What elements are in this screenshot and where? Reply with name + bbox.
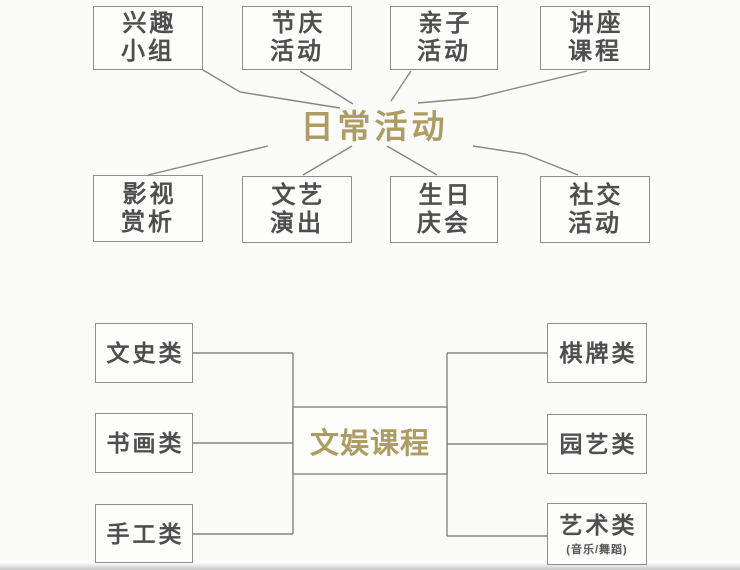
node-label: 生日 庆会 bbox=[417, 181, 473, 237]
node-sublabel: (音乐/舞蹈) bbox=[566, 543, 628, 556]
connector-line bbox=[202, 69, 341, 109]
node-film-appreciation: 影视 赏析 bbox=[93, 175, 203, 242]
node-festival-activities: 节庆 活动 bbox=[242, 6, 352, 70]
node-arts: 艺术类 (音乐/舞蹈) bbox=[547, 503, 647, 565]
connector-line bbox=[386, 145, 438, 176]
node-label: 社交 活动 bbox=[568, 181, 624, 237]
node-interest-groups: 兴趣 小组 bbox=[93, 6, 203, 70]
node-gardening: 园艺类 bbox=[547, 414, 647, 474]
node-label: 书画类 bbox=[106, 430, 185, 456]
connector-line bbox=[147, 145, 269, 176]
node-label: 艺术类 bbox=[559, 511, 638, 538]
node-lecture-courses: 讲座 课程 bbox=[540, 6, 650, 70]
culture-courses-title: 文娱课程 bbox=[309, 427, 430, 460]
bottom-edge-shadow bbox=[0, 563, 740, 570]
node-parent-child-activities: 亲子 活动 bbox=[390, 6, 498, 70]
node-label: 影视 赏析 bbox=[121, 180, 177, 236]
node-handicrafts: 手工类 bbox=[95, 504, 193, 563]
connector-line bbox=[299, 70, 354, 105]
connector-line bbox=[390, 70, 412, 102]
node-label: 文艺 演出 bbox=[270, 181, 326, 237]
node-label: 文史类 bbox=[106, 340, 185, 366]
node-label: 园艺类 bbox=[559, 431, 638, 457]
culture-title-box bbox=[292, 406, 448, 475]
node-label-stack: 艺术类 (音乐/舞蹈) bbox=[557, 512, 638, 557]
node-label: 手工类 bbox=[106, 520, 185, 547]
node-art-performances: 文艺 演出 bbox=[242, 176, 352, 243]
node-social-activities: 社交 活动 bbox=[540, 176, 650, 243]
daily-activities-title: 日常活动 bbox=[300, 108, 449, 145]
node-birthday-parties: 生日 庆会 bbox=[390, 176, 498, 243]
connector-line bbox=[302, 145, 353, 176]
node-label: 亲子 活动 bbox=[417, 10, 473, 65]
connector-line bbox=[417, 70, 588, 104]
node-label: 棋牌类 bbox=[559, 340, 638, 366]
node-label: 讲座 课程 bbox=[568, 10, 624, 65]
connector-line bbox=[472, 145, 579, 176]
node-label: 兴趣 小组 bbox=[121, 10, 177, 65]
node-calligraphy-painting: 书画类 bbox=[95, 413, 193, 473]
node-chess-cards: 棋牌类 bbox=[547, 323, 647, 383]
node-literature-history: 文史类 bbox=[95, 323, 193, 383]
node-label: 节庆 活动 bbox=[270, 10, 326, 65]
